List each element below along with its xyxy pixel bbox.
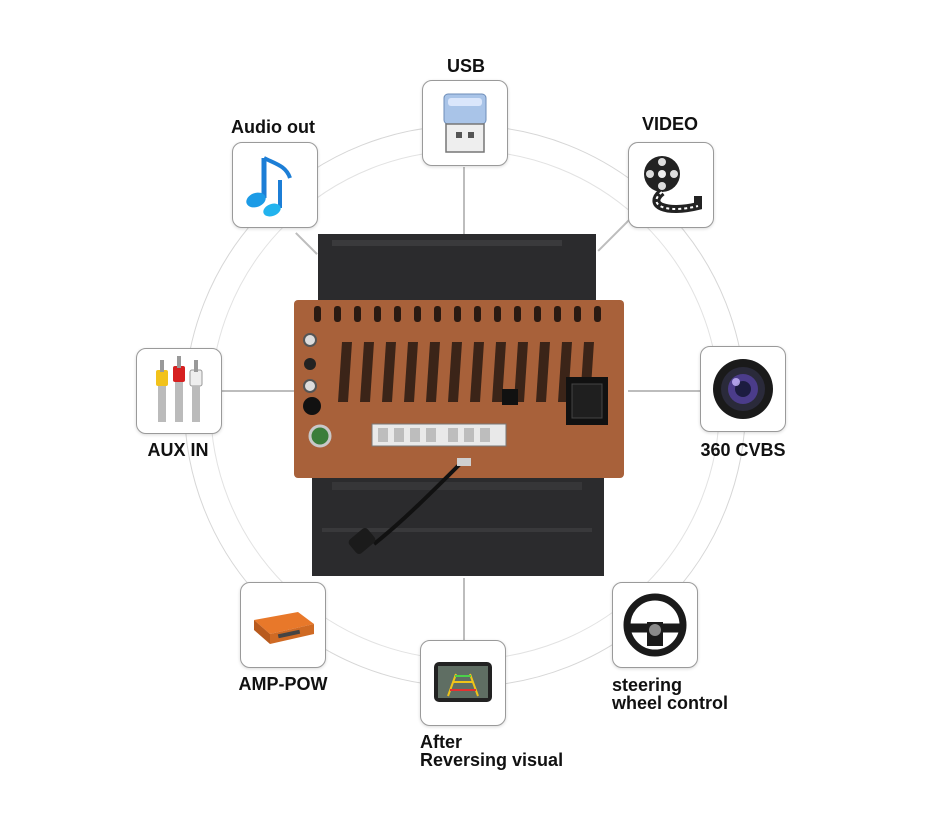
video-cable bbox=[372, 460, 464, 546]
camera-lens-icon bbox=[713, 359, 773, 419]
reversing-label-line2: Reversing visual bbox=[420, 750, 564, 770]
usb-label: USB bbox=[446, 56, 486, 76]
steering-label-line1: steering bbox=[612, 675, 683, 695]
audio-out-label: Audio out bbox=[231, 117, 315, 137]
spoke-amp bbox=[463, 578, 465, 640]
head-unit-rear bbox=[294, 234, 624, 576]
film-reel-icon bbox=[644, 156, 702, 213]
music-note-icon bbox=[246, 156, 292, 217]
video-label: VIDEO bbox=[641, 114, 699, 134]
video-tile bbox=[628, 142, 714, 228]
usb-drive-icon bbox=[443, 93, 487, 153]
steering-label-line2: wheel control bbox=[612, 693, 729, 713]
steering-tile bbox=[612, 582, 698, 668]
aux-in-tile bbox=[136, 348, 222, 434]
rca-cables-icon bbox=[156, 356, 203, 422]
spoke-cvbs bbox=[628, 390, 700, 392]
amp-pow-label: AMP-POW bbox=[238, 674, 328, 694]
aux-in-label: AUX IN bbox=[147, 440, 209, 460]
reversing-label-line1: After bbox=[420, 732, 463, 752]
cvbs-label: 360 CVBS bbox=[700, 440, 786, 460]
antenna-jack bbox=[303, 333, 317, 347]
spoke-aux bbox=[220, 390, 295, 392]
amplifier-icon bbox=[254, 612, 314, 644]
usb-tile bbox=[422, 80, 508, 166]
cvbs-tile bbox=[700, 346, 786, 432]
gps-jack bbox=[308, 424, 332, 448]
amp-pow-tile bbox=[240, 582, 326, 668]
reversing-tile bbox=[420, 640, 506, 726]
spoke-usb bbox=[463, 167, 465, 237]
audio-out-tile bbox=[232, 142, 318, 228]
steering-wheel-icon bbox=[623, 593, 687, 657]
reversing-screen-icon bbox=[434, 662, 492, 702]
